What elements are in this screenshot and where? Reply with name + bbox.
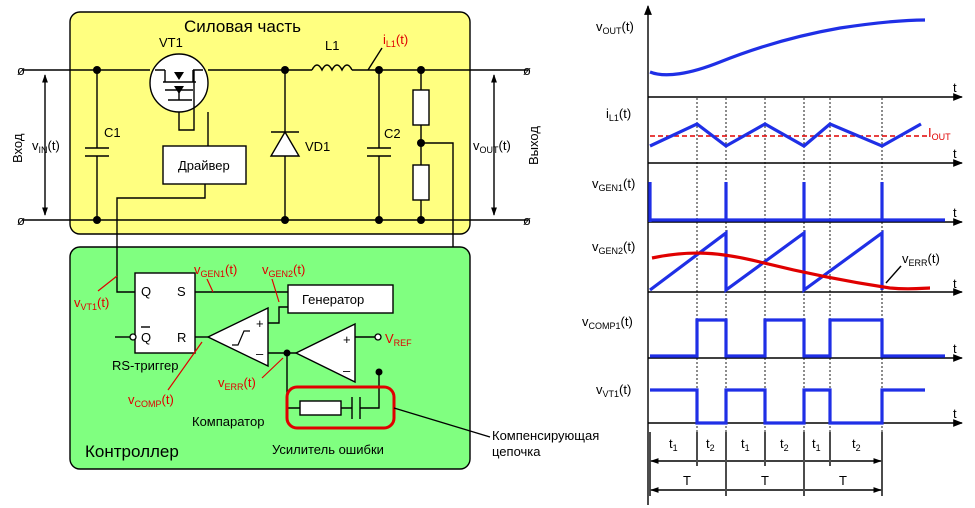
generator-label: Генератор	[302, 292, 364, 307]
vvt1-trace	[650, 388, 925, 425]
callout-line2: цепочка	[492, 444, 541, 459]
diode-vd1	[269, 66, 301, 224]
inductor-l1	[311, 64, 353, 72]
verr-label: vERR(t)	[218, 375, 256, 392]
driver-label: Драйвер	[178, 158, 230, 173]
comparator-label: Компаратор	[192, 414, 264, 429]
power-title: Силовая часть	[184, 17, 301, 36]
t-vout-label: vOUT(t)	[596, 19, 634, 36]
svg-text:ø: ø	[523, 63, 531, 78]
rs-label: RS-триггер	[112, 358, 179, 373]
ff-r: R	[177, 330, 186, 345]
svg-text:+: +	[256, 316, 264, 331]
verr-trace	[651, 251, 931, 291]
svg-text:T: T	[683, 473, 691, 488]
ff-q: Q	[141, 284, 151, 299]
terminals: ø ø ø ø	[17, 63, 531, 228]
error-amp-label: Усилитель ошибки	[272, 442, 384, 457]
vgen2-trace	[649, 229, 884, 294]
capacitor-c2	[367, 66, 391, 224]
mosfet-vt1	[149, 53, 209, 131]
c2-label: C2	[384, 126, 401, 141]
vgen1-label: vGEN1(t)	[194, 262, 237, 279]
vref-label: VREF	[385, 331, 412, 348]
voltage-divider	[345, 66, 454, 373]
svg-text:t2: t2	[706, 436, 715, 453]
svg-text:t2: t2	[852, 436, 861, 453]
c1-label: C1	[104, 125, 121, 140]
vgen2-label: vGEN2(t)	[262, 262, 305, 279]
vvt1-label: vVT1(t)	[74, 295, 109, 312]
vd1-label: VD1	[305, 139, 330, 154]
controller-title: Контроллер	[85, 442, 179, 461]
t-verr-label: vERR(t)	[902, 251, 940, 268]
vt1-label: VT1	[159, 35, 183, 50]
il1-label: iL1(t)	[383, 32, 408, 49]
svg-text:t: t	[953, 341, 957, 356]
t-vgen1-label: vGEN1(t)	[592, 176, 635, 193]
svg-text:T: T	[839, 473, 847, 488]
svg-text:t: t	[953, 146, 957, 161]
vcomp-label: vCOMP(t)	[128, 392, 174, 409]
svg-text:t2: t2	[780, 436, 789, 453]
t-vvt1-label: vVT1(t)	[596, 382, 631, 399]
svg-text:ø: ø	[17, 213, 25, 228]
vgen1-trace	[648, 182, 945, 222]
timing-diagram: t t t t t t vOUT(t) iL1(t) IOUT vGEN1(t)…	[582, 5, 963, 505]
svg-text:T: T	[761, 473, 769, 488]
svg-text:–: –	[256, 346, 264, 361]
generator-block	[287, 284, 394, 314]
compensation-network	[285, 353, 396, 430]
ff-qbar: Q	[141, 330, 151, 345]
t-vcomp1-label: vCOMP1(t)	[582, 314, 633, 331]
vout-label: vOUT(t)	[473, 138, 511, 155]
vcomp1-trace	[650, 318, 945, 358]
comparator: + –	[195, 306, 296, 368]
capacitor-c1	[85, 66, 109, 224]
svg-text:+: +	[343, 332, 351, 347]
input-label: Вход	[10, 133, 25, 163]
svg-text:ø: ø	[17, 63, 25, 78]
l1-label: L1	[325, 38, 339, 53]
svg-text:t: t	[953, 276, 957, 291]
rs-flipflop	[134, 272, 196, 354]
il1-trace	[649, 122, 922, 148]
svg-text:t: t	[953, 205, 957, 220]
t-iout-label: IOUT	[928, 125, 951, 142]
t-il1-label: iL1(t)	[606, 106, 631, 123]
vout-trace	[649, 18, 926, 77]
svg-text:t: t	[953, 406, 957, 421]
driver-block	[162, 145, 247, 185]
svg-text:t1: t1	[741, 436, 750, 453]
svg-text:–: –	[343, 363, 351, 378]
svg-text:ø: ø	[523, 213, 531, 228]
t-vgen2-label: vGEN2(t)	[592, 239, 635, 256]
power-block	[69, 11, 471, 235]
output-label: Выход	[526, 126, 541, 165]
callout-line1: Компенсирующая	[492, 428, 599, 443]
ff-s: S	[177, 284, 186, 299]
vin-label: vIN(t)	[32, 138, 60, 155]
svg-text:t: t	[953, 80, 957, 95]
svg-text:t1: t1	[669, 436, 678, 453]
svg-text:t1: t1	[812, 436, 821, 453]
